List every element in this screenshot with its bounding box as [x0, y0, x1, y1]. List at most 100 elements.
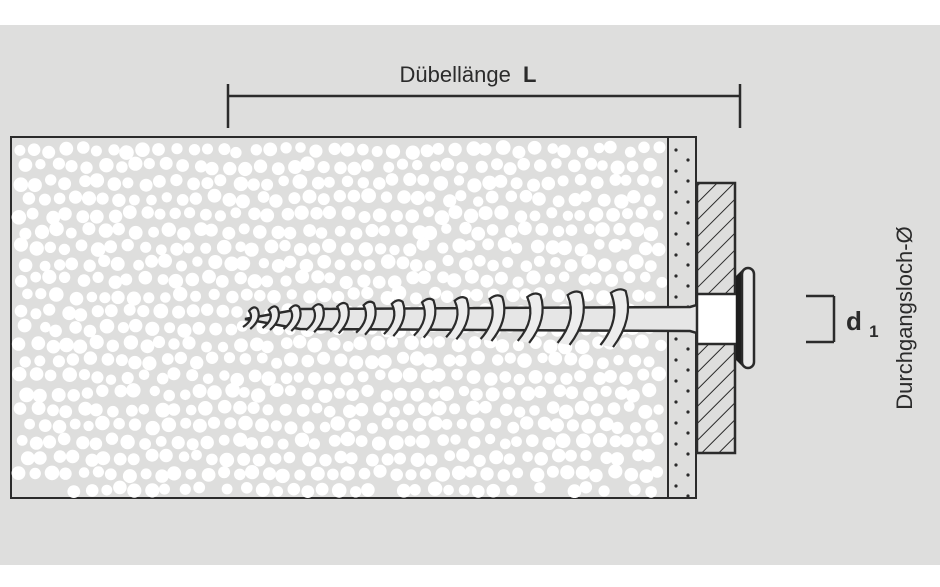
pore: [636, 435, 648, 447]
pore: [520, 260, 533, 273]
pore: [499, 371, 512, 383]
pore: [302, 421, 315, 434]
pore: [637, 174, 649, 187]
pore: [464, 240, 476, 251]
pore: [500, 403, 513, 416]
pore: [317, 193, 330, 206]
pore: [22, 192, 36, 205]
pore: [534, 482, 546, 494]
pore: [108, 144, 120, 156]
pore: [503, 453, 516, 465]
pore: [527, 140, 542, 155]
pore: [428, 416, 443, 431]
pore: [26, 207, 39, 220]
pore: [576, 433, 591, 449]
pore: [454, 354, 467, 367]
screw-collar: [695, 292, 739, 346]
pore: [418, 402, 432, 416]
pore: [593, 372, 607, 385]
pore: [238, 161, 253, 177]
layer-dot: [686, 410, 690, 414]
pore: [589, 272, 602, 285]
pore: [29, 467, 41, 480]
pore: [161, 417, 177, 433]
pore: [308, 242, 321, 255]
layer-dot: [686, 242, 690, 246]
pore: [632, 449, 645, 462]
pore: [128, 156, 143, 171]
pore: [178, 451, 190, 463]
pore: [495, 140, 511, 155]
pore: [68, 190, 83, 204]
pore: [161, 353, 174, 365]
pore: [624, 467, 639, 482]
pore: [190, 290, 202, 302]
pore: [366, 422, 378, 434]
pore: [283, 226, 297, 240]
pore: [234, 338, 248, 353]
pore: [208, 288, 220, 300]
pore: [217, 341, 229, 353]
pore: [81, 191, 97, 206]
pore: [172, 305, 186, 319]
pore: [277, 438, 289, 450]
pore: [632, 289, 645, 302]
pore: [328, 434, 341, 447]
pore: [378, 225, 390, 237]
pore: [225, 323, 238, 336]
pore: [66, 353, 80, 366]
pore: [180, 417, 192, 429]
pore: [168, 273, 184, 289]
pore: [269, 383, 284, 397]
pore: [89, 334, 104, 350]
pore: [52, 419, 67, 434]
pore: [122, 469, 137, 484]
pore: [155, 402, 171, 418]
pore: [120, 273, 133, 286]
pore: [137, 305, 150, 318]
pore: [370, 335, 386, 351]
pore: [317, 287, 332, 303]
layer-dot: [674, 232, 678, 236]
pore: [597, 160, 608, 171]
pore: [634, 334, 649, 349]
pore: [222, 226, 236, 240]
pore: [142, 356, 157, 371]
layer-dot: [686, 347, 690, 351]
pore: [574, 339, 590, 355]
pore: [396, 351, 410, 364]
pore: [294, 432, 310, 447]
pore: [158, 253, 172, 268]
pore: [568, 159, 581, 173]
pore: [544, 371, 557, 384]
pore: [294, 205, 309, 220]
pore: [583, 386, 598, 402]
pore: [381, 417, 394, 430]
pore: [91, 371, 104, 384]
pore: [381, 453, 394, 466]
pore: [237, 452, 251, 466]
pore: [334, 225, 346, 237]
pore: [123, 303, 136, 316]
pore: [149, 385, 160, 397]
pore: [452, 238, 467, 253]
pore: [139, 438, 152, 450]
pore: [372, 275, 386, 289]
pore: [280, 275, 292, 287]
pore: [403, 403, 415, 416]
pore: [597, 357, 609, 370]
pore: [441, 223, 452, 234]
pore: [622, 208, 633, 220]
pore: [238, 387, 250, 398]
pore: [79, 175, 92, 188]
pore: [271, 225, 285, 240]
screw-threads: [242, 288, 630, 348]
pore: [69, 291, 84, 306]
pore: [42, 145, 56, 159]
pore: [250, 337, 264, 352]
pore: [599, 417, 614, 432]
pore: [530, 239, 545, 254]
pore: [263, 142, 278, 157]
pore: [485, 190, 499, 204]
pore: [302, 189, 317, 204]
